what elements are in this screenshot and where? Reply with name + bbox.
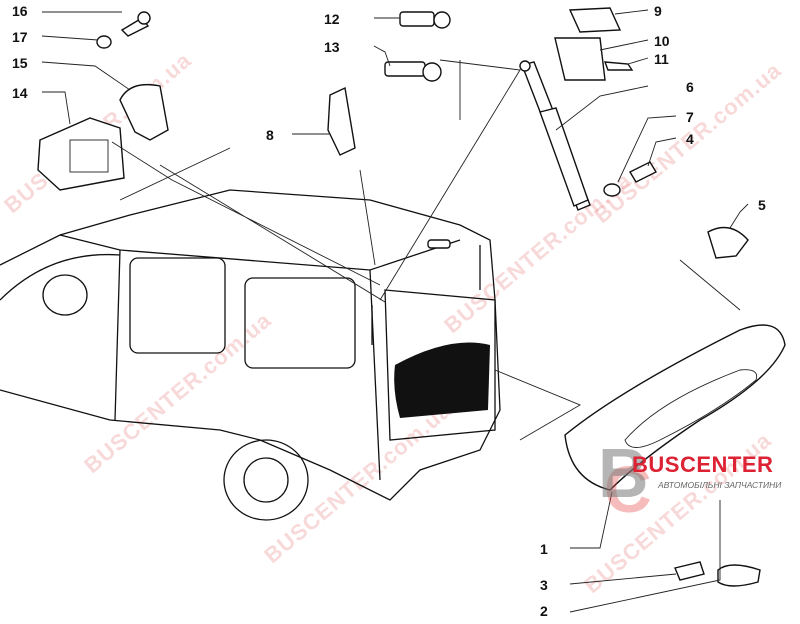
nut-17 xyxy=(96,35,112,49)
leader-lines xyxy=(41,9,749,613)
screw-11 xyxy=(603,61,634,71)
switch-4 xyxy=(629,161,657,183)
callout-6: 6 xyxy=(686,79,694,95)
callout-8: 8 xyxy=(266,127,274,143)
clip-5 xyxy=(707,226,749,259)
cover-14 xyxy=(37,117,125,191)
callout-7: 7 xyxy=(686,109,694,125)
trim-panel-1 xyxy=(564,324,786,491)
logo-name: BUSCENTER xyxy=(632,452,774,477)
bolt-12 xyxy=(399,11,435,27)
callout-4: 4 xyxy=(686,131,694,147)
callout-1: 1 xyxy=(540,541,548,557)
washer-7 xyxy=(603,183,621,197)
callout-9: 9 xyxy=(654,3,662,19)
callout-14: 14 xyxy=(12,85,28,101)
clip-9 xyxy=(568,7,622,33)
van-illustration xyxy=(0,189,501,521)
callout-15: 15 xyxy=(12,55,28,71)
bracket-15 xyxy=(119,83,169,141)
callout-11: 11 xyxy=(654,51,669,67)
callout-2: 2 xyxy=(540,603,548,619)
callout-13: 13 xyxy=(324,39,340,55)
callout-17: 17 xyxy=(12,29,28,45)
plug-2 xyxy=(717,564,761,587)
logo-subtitle: АВТОМОБІЛЬНІ ЗАПЧАСТИНИ xyxy=(658,480,782,490)
clip-10 xyxy=(554,37,606,81)
hinge-8 xyxy=(327,86,356,156)
callout-16: 16 xyxy=(12,3,28,19)
bolt-13 xyxy=(384,61,426,77)
callout-10: 10 xyxy=(654,33,670,49)
plug-3 xyxy=(674,561,705,581)
callout-12: 12 xyxy=(324,11,340,27)
callout-5: 5 xyxy=(758,197,766,213)
callout-3: 3 xyxy=(540,577,548,593)
